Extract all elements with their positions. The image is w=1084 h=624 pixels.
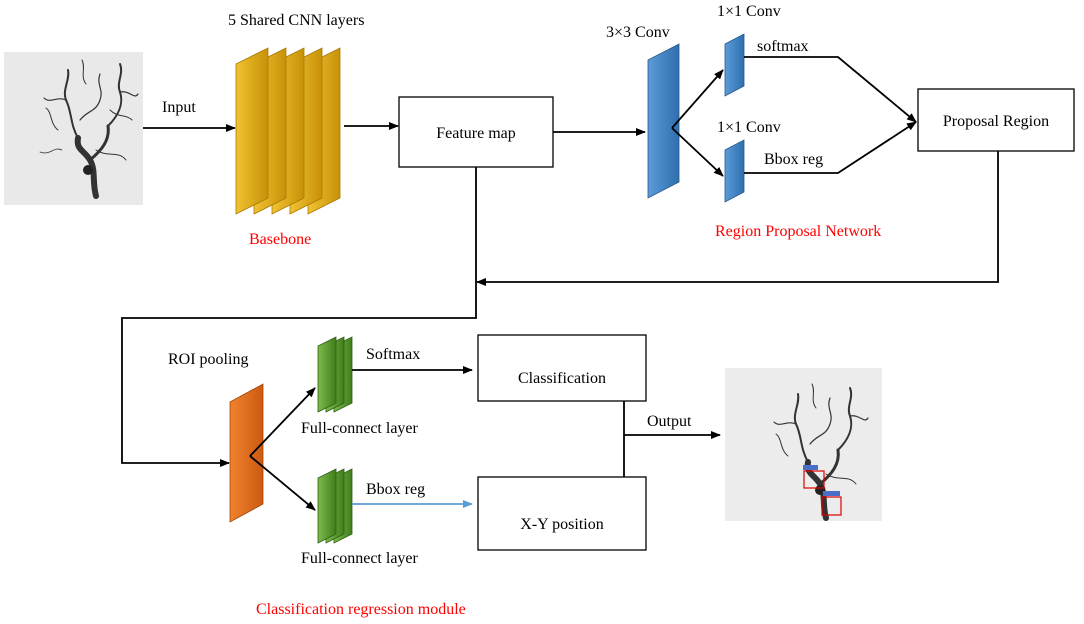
classification-label: Classification [518,370,606,387]
rpn-softmax-arrow [744,56,917,123]
roi-pooling-layer [229,383,264,523]
input-label: Input [162,99,196,116]
rpn-bbox-label: Bbox reg [764,151,823,168]
rpn-conv3x3-layer [647,43,680,199]
proposal-region-box [917,88,1075,152]
output-label: Output [647,413,692,430]
backbone-module-label: Basebone [249,231,311,248]
xy-position-label: X-Y position [520,516,603,533]
fc-layer-top [317,336,353,413]
rpn-module-label: Region Proposal Network [715,223,881,240]
proposal-region-label: Proposal Region [943,113,1049,130]
roi-pooling-label: ROI pooling [168,351,248,368]
head-module-label: Classification regression module [256,601,466,618]
fc-layer-bottom [317,468,353,544]
rpn-conv3-label: 3×3 Conv [606,24,670,41]
backbone-layers-label: 5 Shared CNN layers [228,12,364,29]
input-image [4,52,143,205]
output-image [725,368,882,521]
backbone-cnn-layers [235,47,341,215]
proposal-return-arrow [476,151,999,286]
rpn-softmax-label: softmax [757,38,809,55]
xy-position-box [477,476,647,551]
feature-map-label: Feature map [436,125,516,142]
rpn-conv1x1-top-layer [724,33,745,97]
classification-box [477,334,647,402]
rpn-conv1-bottom-label: 1×1 Conv [717,119,781,136]
fc-top-label: Full-connect layer [301,420,419,437]
rpn-split-bottom-arrow [671,127,724,177]
head-bbox-label: Bbox reg [366,481,425,498]
roi-to-fc-top-arrow [249,387,316,457]
roi-to-fc-bottom-arrow [249,455,316,511]
rpn-conv1-top-label: 1×1 Conv [717,3,781,20]
rpn-split-top-arrow [671,69,724,129]
fc-bottom-label: Full-connect layer [301,550,419,567]
feature-to-roi-arrow [121,167,477,467]
rpn-bbox-arrow [744,121,917,174]
rpn-conv1x1-bottom-layer [724,139,745,203]
feature-map-box [398,96,554,168]
head-softmax-label: Softmax [366,346,420,363]
